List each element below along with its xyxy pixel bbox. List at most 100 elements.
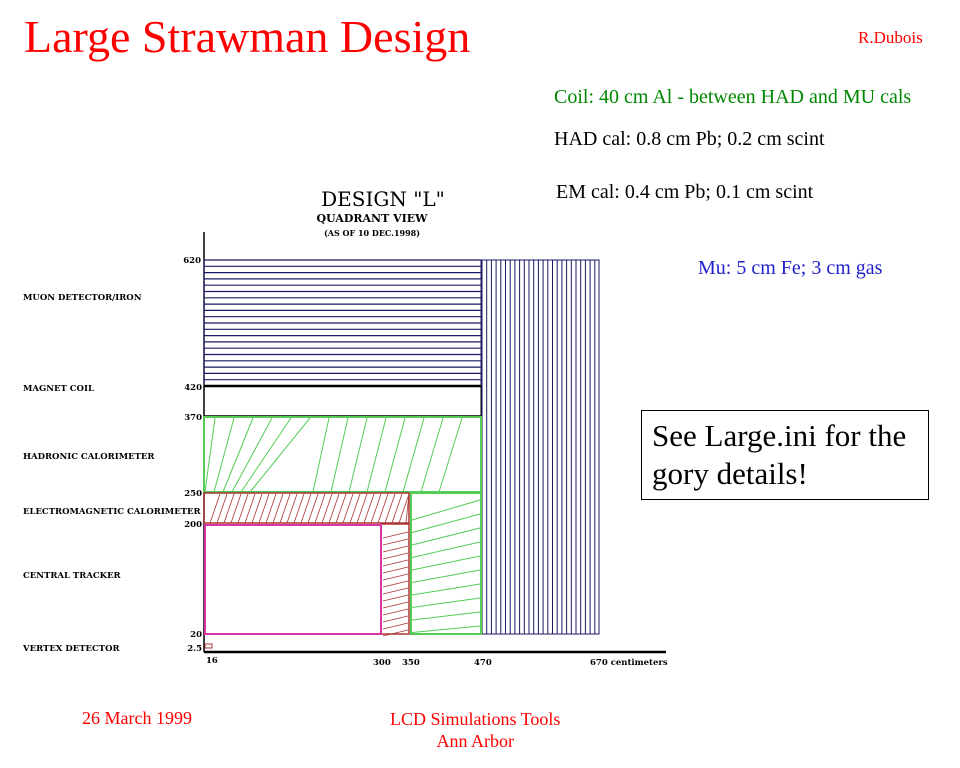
had-endcap-hatch	[411, 611, 481, 621]
em-hatch	[293, 493, 305, 524]
had-hatch	[348, 417, 368, 493]
em-hatch	[279, 493, 291, 524]
footer-org-name: LCD Simulations Tools	[390, 709, 561, 729]
muon-endcap	[481, 259, 600, 635]
had-hatch	[240, 417, 292, 493]
em-hatch	[216, 493, 228, 524]
em-hatch	[314, 493, 326, 524]
em-hatch	[286, 493, 298, 524]
had-endcap-hatch	[411, 527, 481, 546]
ytick: 250	[184, 489, 202, 499]
had-endcap-hatch	[411, 625, 481, 633]
xtick: 350	[402, 658, 420, 668]
em-hatch	[209, 493, 221, 524]
em-endcap-hatch	[382, 629, 409, 637]
em-hatch	[356, 493, 368, 524]
diagram-date: (AS OF 10 DEC.1998)	[324, 228, 420, 238]
em-hatch	[363, 493, 375, 524]
had-hatch	[330, 417, 349, 493]
label-coil: MAGNET COIL	[23, 384, 94, 394]
ytick: 2.5	[187, 644, 202, 654]
had-hatch	[384, 417, 406, 493]
em-hatch	[265, 493, 277, 524]
xtick: 470	[474, 658, 492, 668]
em-hatch	[251, 493, 263, 524]
mu-spec: Mu: 5 cm Fe; 3 cm gas	[698, 257, 883, 279]
had-barrel	[203, 416, 482, 493]
em-endcap-hatch	[382, 587, 409, 595]
ytick: 20	[190, 630, 202, 640]
em-hatch	[391, 493, 403, 524]
em-hatch	[377, 493, 389, 524]
em-hatch	[272, 493, 284, 524]
vertex-detector	[204, 643, 213, 649]
em-hatch	[244, 493, 256, 524]
had-spec: HAD cal: 0.8 cm Pb; 0.2 cm scint	[554, 128, 825, 150]
had-hatch	[222, 417, 254, 493]
em-endcap-hatch	[382, 615, 409, 623]
em-spec: EM cal: 0.4 cm Pb; 0.1 cm scint	[556, 181, 814, 203]
label-muon: MUON DETECTOR/IRON	[23, 293, 142, 303]
em-endcap-hatch	[382, 545, 409, 553]
label-em: ELECTROMAGNETIC CALORIMETER	[23, 507, 202, 517]
ytick: 420	[184, 383, 202, 393]
em-endcap-hatch	[382, 601, 409, 609]
had-hatch	[438, 417, 463, 493]
diagram-title: DESIGN "L"	[321, 187, 445, 211]
ytick: 370	[184, 413, 202, 423]
em-endcap-hatch	[382, 622, 409, 630]
em-hatch	[349, 493, 361, 524]
had-endcap-hatch	[411, 569, 481, 583]
em-hatch	[223, 493, 235, 524]
had-endcap-hatch	[411, 499, 481, 521]
em-endcap-hatch	[382, 573, 409, 581]
label-tracker: CENTRAL TRACKER	[23, 571, 122, 581]
had-endcap-hatch	[411, 597, 481, 608]
em-hatch	[258, 493, 270, 524]
em-endcap-hatch	[382, 566, 409, 574]
had-hatch	[366, 417, 387, 493]
had-hatch	[204, 417, 216, 493]
had-hatch	[312, 417, 330, 493]
em-hatch	[370, 493, 382, 524]
em-hatch	[335, 493, 347, 524]
em-hatch	[230, 493, 242, 524]
label-had: HADRONIC CALORIMETER	[23, 452, 155, 462]
footer-place: Ann Arbor	[436, 731, 514, 751]
em-endcap-hatch	[382, 552, 409, 560]
em-endcap-hatch	[382, 531, 409, 539]
had-hatch	[213, 417, 235, 493]
em-hatch	[321, 493, 333, 524]
had-endcap-hatch	[411, 583, 481, 596]
em-hatch	[342, 493, 354, 524]
em-hatch	[300, 493, 312, 524]
em-endcap-hatch	[382, 559, 409, 567]
had-hatch	[249, 417, 311, 493]
em-hatch	[307, 493, 319, 524]
xtick: 16	[206, 656, 218, 666]
em-barrel	[203, 492, 410, 524]
em-endcap-hatch	[382, 538, 409, 546]
em-endcap	[380, 523, 410, 635]
had-endcap-hatch	[411, 541, 481, 558]
had-endcap-hatch	[411, 513, 481, 533]
central-tracker	[204, 524, 382, 635]
diagram-subtitle: QUADRANT VIEW	[316, 212, 428, 225]
had-endcap-hatch	[411, 555, 481, 571]
had-hatch	[402, 417, 425, 493]
em-hatch	[398, 493, 410, 524]
xtick: 300	[373, 658, 391, 668]
em-hatch	[237, 493, 249, 524]
em-hatch	[405, 493, 410, 524]
had-hatch	[420, 417, 444, 493]
ytick: 620	[183, 256, 201, 266]
em-hatch	[384, 493, 396, 524]
had-endcap	[410, 492, 482, 635]
label-vertex: VERTEX DETECTOR	[22, 644, 120, 654]
coil-spec: Coil: 40 cm Al - between HAD and MU cals	[554, 86, 912, 108]
had-hatch	[231, 417, 273, 493]
em-endcap-hatch	[382, 594, 409, 602]
footer-date: 26 March 1999	[82, 708, 192, 728]
